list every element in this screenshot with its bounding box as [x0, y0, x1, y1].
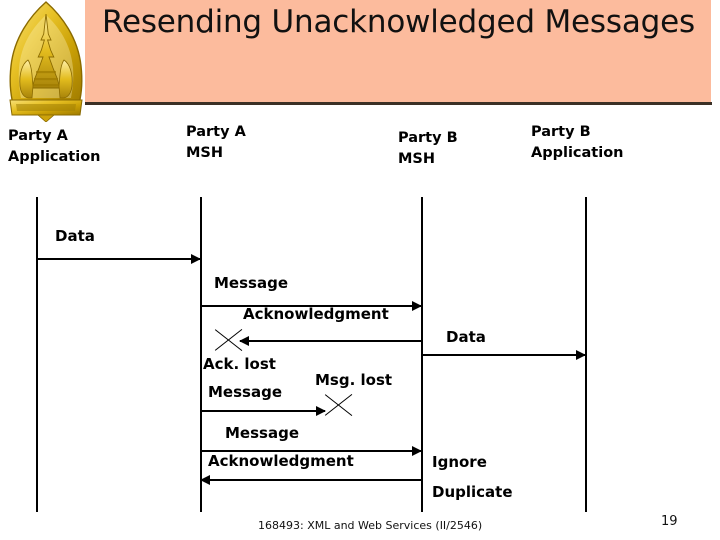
- page-number: 19: [661, 514, 678, 529]
- participant-label-party-b-application: Party B Application: [531, 124, 624, 162]
- message-arrow-acknowledgment-1: [239, 336, 421, 346]
- participant-label-party-b-msh: Party B MSH: [398, 130, 458, 168]
- footer-course-text: 168493: XML and Web Services (II/2546): [258, 519, 483, 532]
- message-arrow-message-1: [201, 301, 422, 311]
- message-arrow-data-2: [422, 350, 586, 360]
- lifeline-party-a-msh: [200, 197, 202, 512]
- message-label-message-1: Message: [214, 274, 288, 292]
- message-label-acknowledgment-1: Acknowledgment: [243, 305, 389, 323]
- message-label-acknowledgment-2: Acknowledgment: [208, 452, 354, 470]
- message-arrow-message-2: [201, 406, 326, 416]
- title-banner: [85, 0, 711, 103]
- message-arrow-data-1: [37, 254, 201, 264]
- message-arrow-message-3: [201, 446, 422, 456]
- annotation-ignore: Ignore: [432, 453, 487, 471]
- message-label-message-2: Message: [208, 383, 282, 401]
- message-label-data-2: Data: [446, 328, 486, 346]
- participant-label-party-a-application: Party A Application: [8, 128, 101, 166]
- participant-label-party-a-msh: Party A MSH: [186, 124, 246, 162]
- lost-marker-acknowledgment-1: [208, 323, 248, 357]
- lost-marker-message-2: [318, 388, 358, 422]
- lifeline-party-a-application: [36, 197, 38, 512]
- thai-university-emblem-icon: [2, 0, 90, 123]
- title-divider: [85, 102, 712, 105]
- lifeline-party-b-application: [585, 197, 587, 512]
- annotation-ack-lost: Ack. lost: [203, 355, 276, 373]
- message-label-data-1: Data: [55, 227, 95, 245]
- annotation-msg-lost: Msg. lost: [315, 371, 393, 389]
- page-title: Resending Unacknowledged Messages: [102, 4, 695, 40]
- message-label-message-3: Message: [225, 424, 299, 442]
- annotation-duplicate: Duplicate: [432, 483, 513, 501]
- message-arrow-acknowledgment-2: [200, 475, 421, 485]
